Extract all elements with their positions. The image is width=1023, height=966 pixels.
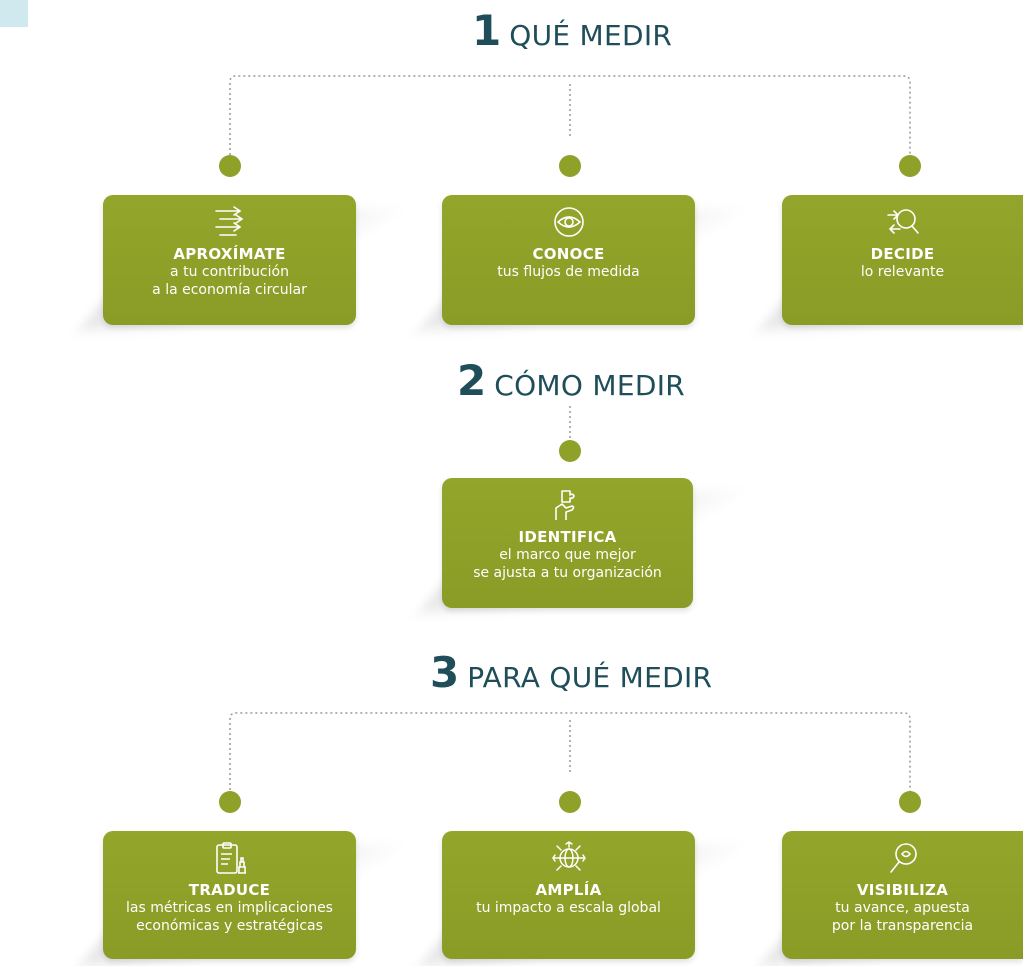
node-dot	[559, 440, 581, 462]
box-desc-line1: lo relevante	[860, 264, 945, 280]
section-number: 2	[457, 356, 487, 405]
section-2-heading: 2 CÓMO MEDIR	[457, 360, 685, 402]
section-3-heading: 3 PARA QUÉ MEDIR	[430, 652, 712, 694]
globe-arrows-icon	[551, 841, 587, 875]
node-dot	[219, 791, 241, 813]
node-dot	[559, 155, 581, 177]
box-amplia: AMPLÍA tu impacto a escala global	[442, 831, 695, 959]
box-title: DECIDE	[870, 245, 935, 263]
box-title: IDENTIFICA	[518, 528, 617, 546]
box-title: APROXÍMATE	[173, 245, 286, 263]
clipboard-chess-icon	[212, 841, 248, 875]
box-title: TRADUCE	[188, 881, 271, 899]
box-desc-line1: tu impacto a escala global	[476, 900, 661, 916]
node-dot	[899, 155, 921, 177]
section-label: CÓMO MEDIR	[494, 369, 686, 402]
box-title: VISIBILIZA	[856, 881, 949, 899]
box-title: AMPLÍA	[535, 881, 602, 899]
box-aproximate: APROXÍMATE a tu contribución a la econom…	[103, 195, 356, 325]
box-desc-line1: el marco que mejor	[499, 547, 636, 563]
box-desc-line1: tu avance, apuesta	[835, 900, 970, 916]
box-title: CONOCE	[532, 245, 605, 263]
section-number: 3	[430, 648, 460, 697]
connector-s1-frame	[229, 75, 911, 160]
node-dot	[559, 791, 581, 813]
box-desc-line1: las métricas en implicaciones	[126, 900, 333, 916]
box-decide: DECIDE lo relevante	[782, 195, 1023, 325]
section-label: PARA QUÉ MEDIR	[467, 661, 713, 694]
box-desc-line2: a la economía circular	[152, 282, 307, 298]
arrows-icon	[212, 205, 248, 239]
box-desc-line1: tus flujos de medida	[497, 264, 640, 280]
section-1-heading: 1 QUÉ MEDIR	[472, 10, 672, 52]
node-dot	[219, 155, 241, 177]
box-visibiliza: VISIBILIZA tu avance, apuesta por la tra…	[782, 831, 1023, 959]
box-identifica: IDENTIFICA el marco que mejor se ajusta …	[442, 478, 693, 608]
box-desc-line2: se ajusta a tu organización	[473, 565, 662, 581]
hand-puzzle-icon	[550, 488, 586, 522]
box-desc-line1: a tu contribución	[170, 264, 289, 280]
eye-cycle-icon	[551, 205, 587, 239]
box-traduce: TRADUCE las métricas en implicaciones ec…	[103, 831, 356, 959]
node-dot	[899, 791, 921, 813]
section-number: 1	[472, 6, 502, 55]
magnifier-icon	[885, 841, 921, 875]
magnify-arrows-icon	[885, 205, 921, 239]
box-desc-line2: por la transparencia	[831, 918, 974, 934]
box-conoce: CONOCE tus flujos de medida	[442, 195, 695, 325]
section-label: QUÉ MEDIR	[509, 19, 673, 52]
corner-tab	[0, 0, 28, 27]
box-desc-line2: económicas y estratégicas	[136, 918, 323, 934]
connector-s3-frame	[229, 712, 911, 795]
